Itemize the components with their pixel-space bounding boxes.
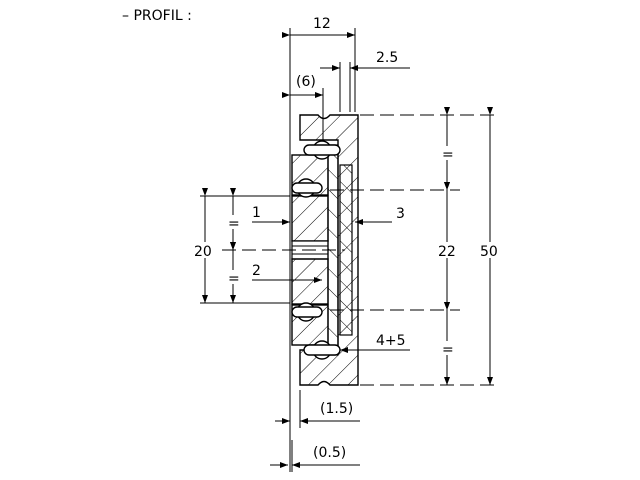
svg-text:3: 3 xyxy=(396,206,405,222)
right-extension-lines xyxy=(330,114,500,386)
svg-text:2: 2 xyxy=(252,263,261,279)
dim-gap-2: (0.5) xyxy=(270,440,360,472)
svg-text:4+5: 4+5 xyxy=(376,333,406,349)
svg-text:(1.5): (1.5) xyxy=(320,401,353,417)
dim-rail-thickness: 2.5 xyxy=(320,50,410,71)
svg-text:=: = xyxy=(228,216,240,232)
svg-text:=: = xyxy=(228,271,240,287)
svg-text:(0.5): (0.5) xyxy=(313,445,346,461)
dim-slider-width: (6) xyxy=(282,74,323,98)
dim-total-height: 50 xyxy=(478,107,502,385)
dim-center-height: = 22 = xyxy=(436,107,460,385)
callout-part-1: 1 xyxy=(252,205,290,225)
callout-part-4-5: 4+5 xyxy=(340,333,410,353)
svg-text:(6): (6) xyxy=(296,74,316,90)
svg-text:22: 22 xyxy=(438,244,456,260)
callout-part-2: 2 xyxy=(252,263,322,283)
dim-gap-1: (1.5) xyxy=(275,401,360,424)
svg-text:=: = xyxy=(442,342,454,358)
callout-part-3: 3 xyxy=(355,206,405,225)
section-title: – PROFIL : xyxy=(122,8,192,24)
svg-text:1: 1 xyxy=(252,205,261,221)
svg-text:=: = xyxy=(442,147,454,163)
ball-bearings xyxy=(291,140,341,360)
svg-text:12: 12 xyxy=(313,16,331,32)
dim-width-total: 12 xyxy=(282,16,355,38)
svg-text:50: 50 xyxy=(480,244,498,260)
dim-left-height: 20 = = xyxy=(192,188,290,304)
outer-rail xyxy=(299,114,359,386)
svg-text:2.5: 2.5 xyxy=(376,50,398,66)
svg-text:20: 20 xyxy=(194,244,212,260)
